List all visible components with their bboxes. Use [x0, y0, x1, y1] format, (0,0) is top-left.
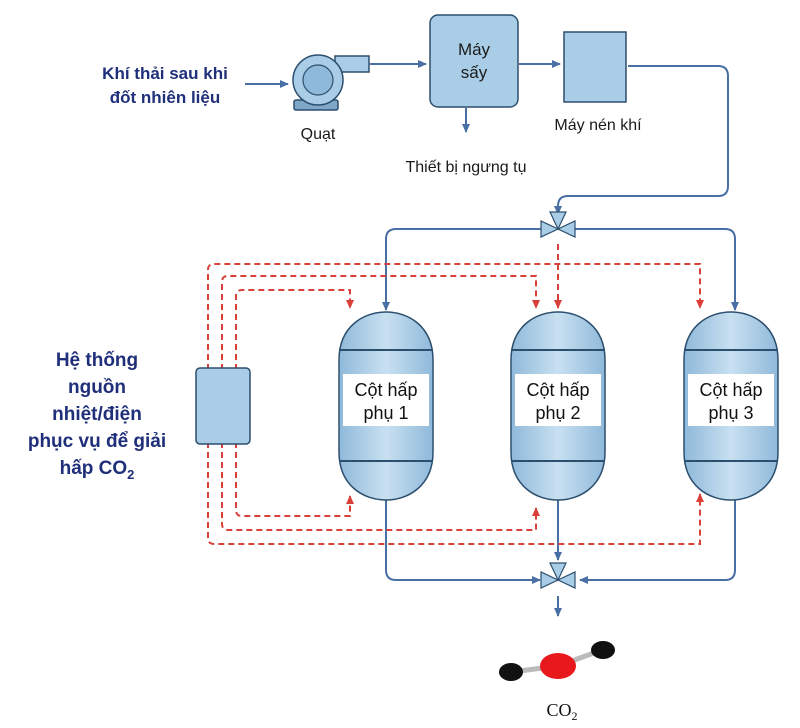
heat-source-label-line2: nguồn [68, 377, 126, 398]
dryer: Máy sấy [429, 14, 519, 108]
heat-source-label-line3: nhiệt/điện [52, 404, 142, 425]
co2-product-label: CO2 [546, 700, 577, 723]
top-header-right [572, 228, 739, 311]
adsorption-column-3: Cột hấp phụ 3 [683, 311, 779, 501]
heat-line-to-column1-bottom [235, 442, 354, 517]
fan-label: Quạt [301, 126, 336, 143]
heat-source-box [195, 367, 251, 445]
heat-source: Hệ thống nguồn nhiệt/điện phục vụ để giả… [28, 350, 251, 482]
heat-line-to-column3-top [207, 263, 704, 370]
heat-source-label-line1: Hệ thống [56, 350, 138, 371]
bottom-header-right [579, 498, 736, 584]
column-3-label-line1: Cột hấp [699, 380, 762, 400]
heat-source-label-line5: hấp CO2 [60, 458, 135, 482]
heat-line-to-column2-top [221, 275, 540, 370]
heat-source-label-line4: phục vụ để giải [28, 431, 166, 452]
heat-source-label-sub: 2 [127, 467, 134, 482]
dryer-box [429, 14, 519, 108]
column-1-label-line1: Cột hấp [354, 380, 417, 400]
co2-carbon-left [499, 663, 523, 681]
flue-gas-label: Khí thải sau khi đốt nhiên liệu [102, 64, 228, 107]
co2-carbon-right [591, 641, 615, 659]
top-header-left [382, 228, 545, 311]
process-flow-lines [245, 60, 739, 617]
top-three-way-valve [540, 211, 576, 238]
column-2-label-panel [515, 374, 601, 426]
co2-product-sub: 2 [572, 709, 578, 723]
adsorption-column-2: Cột hấp phụ 2 [510, 311, 606, 501]
compressor-label: Máy nén khí [554, 117, 642, 134]
fan: Quạt [292, 54, 370, 143]
column-3-label-line2: phụ 3 [708, 403, 753, 423]
flue-gas-label-line2: đốt nhiên liệu [110, 88, 221, 107]
column-3-label-panel [688, 374, 774, 426]
co2-oxygen-center [540, 653, 576, 679]
compressor-to-top-valve-line [554, 65, 729, 215]
condenser-label: Thiết bị ngưng tụ [405, 159, 526, 176]
co2-molecule-icon [499, 641, 615, 681]
column-2-label-line2: phụ 2 [535, 403, 580, 423]
column-1-label-panel [343, 374, 429, 426]
heat-line-to-column2-bottom [221, 442, 540, 531]
co2-product-text: CO [546, 700, 571, 720]
dryer-label-line1: Máy [458, 40, 491, 59]
flue-gas-label-line1: Khí thải sau khi [102, 64, 228, 83]
heat-source-label-co: hấp CO [60, 458, 128, 479]
column-2-label-line1: Cột hấp [526, 380, 589, 400]
bottom-three-way-valve [540, 562, 576, 589]
heat-supply-lines [207, 244, 704, 545]
bottom-header-left [385, 498, 541, 584]
heat-line-to-column3-bottom [207, 442, 704, 545]
fan-hub [302, 64, 334, 96]
adsorption-column-1: Cột hấp phụ 1 [338, 311, 434, 501]
compressor: Máy nén khí [554, 31, 642, 134]
column-1-label-line2: phụ 1 [363, 403, 408, 423]
compressor-box [563, 31, 627, 103]
dryer-label-line2: sấy [461, 63, 488, 82]
heat-line-to-column1-top [235, 289, 354, 370]
